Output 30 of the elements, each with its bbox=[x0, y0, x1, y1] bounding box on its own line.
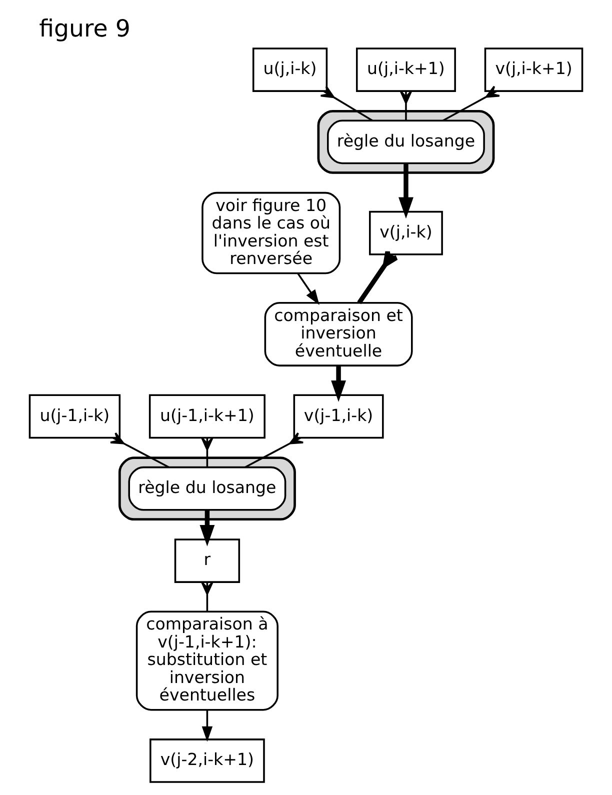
connector bbox=[320, 86, 373, 122]
cluster bbox=[317, 110, 495, 174]
connector bbox=[201, 581, 214, 612]
node-box: r bbox=[174, 538, 240, 583]
connector bbox=[244, 432, 304, 468]
arrow bbox=[297, 272, 320, 306]
node-box: u(j,i-k+1) bbox=[356, 48, 456, 92]
node-box: comparaison à v(j-1,i-k+1): substitution et inversion éventuelles bbox=[136, 610, 278, 711]
node-box: comparaison et inversion éventuelle bbox=[264, 302, 413, 366]
connector bbox=[400, 90, 412, 120]
node-box: v(j-2,i-k+1) bbox=[150, 738, 265, 783]
connector bbox=[201, 436, 214, 468]
node-box: règle du losange bbox=[128, 466, 286, 511]
node-box: u(j-1,i-k) bbox=[28, 394, 121, 439]
diagram-title: figure 9 bbox=[39, 14, 130, 43]
connector bbox=[357, 249, 399, 304]
node-box: règle du losange bbox=[327, 120, 485, 164]
arrow bbox=[202, 710, 213, 742]
node-box: v(j-1,i-k) bbox=[293, 394, 384, 439]
cluster bbox=[118, 456, 296, 521]
arrow bbox=[398, 163, 414, 219]
node-box: v(j,i-k+1) bbox=[484, 48, 584, 92]
node-box: u(j,i-k) bbox=[252, 48, 328, 92]
arrow bbox=[331, 366, 346, 402]
node-box: u(j-1,i-k+1) bbox=[148, 394, 266, 439]
node-box: voir figure 10 dans le cas où l'inversion est renversée bbox=[202, 192, 341, 274]
node-box: v(j,i-k) bbox=[369, 210, 443, 256]
connector bbox=[110, 432, 170, 468]
connector bbox=[442, 86, 500, 122]
arrow bbox=[200, 510, 215, 546]
